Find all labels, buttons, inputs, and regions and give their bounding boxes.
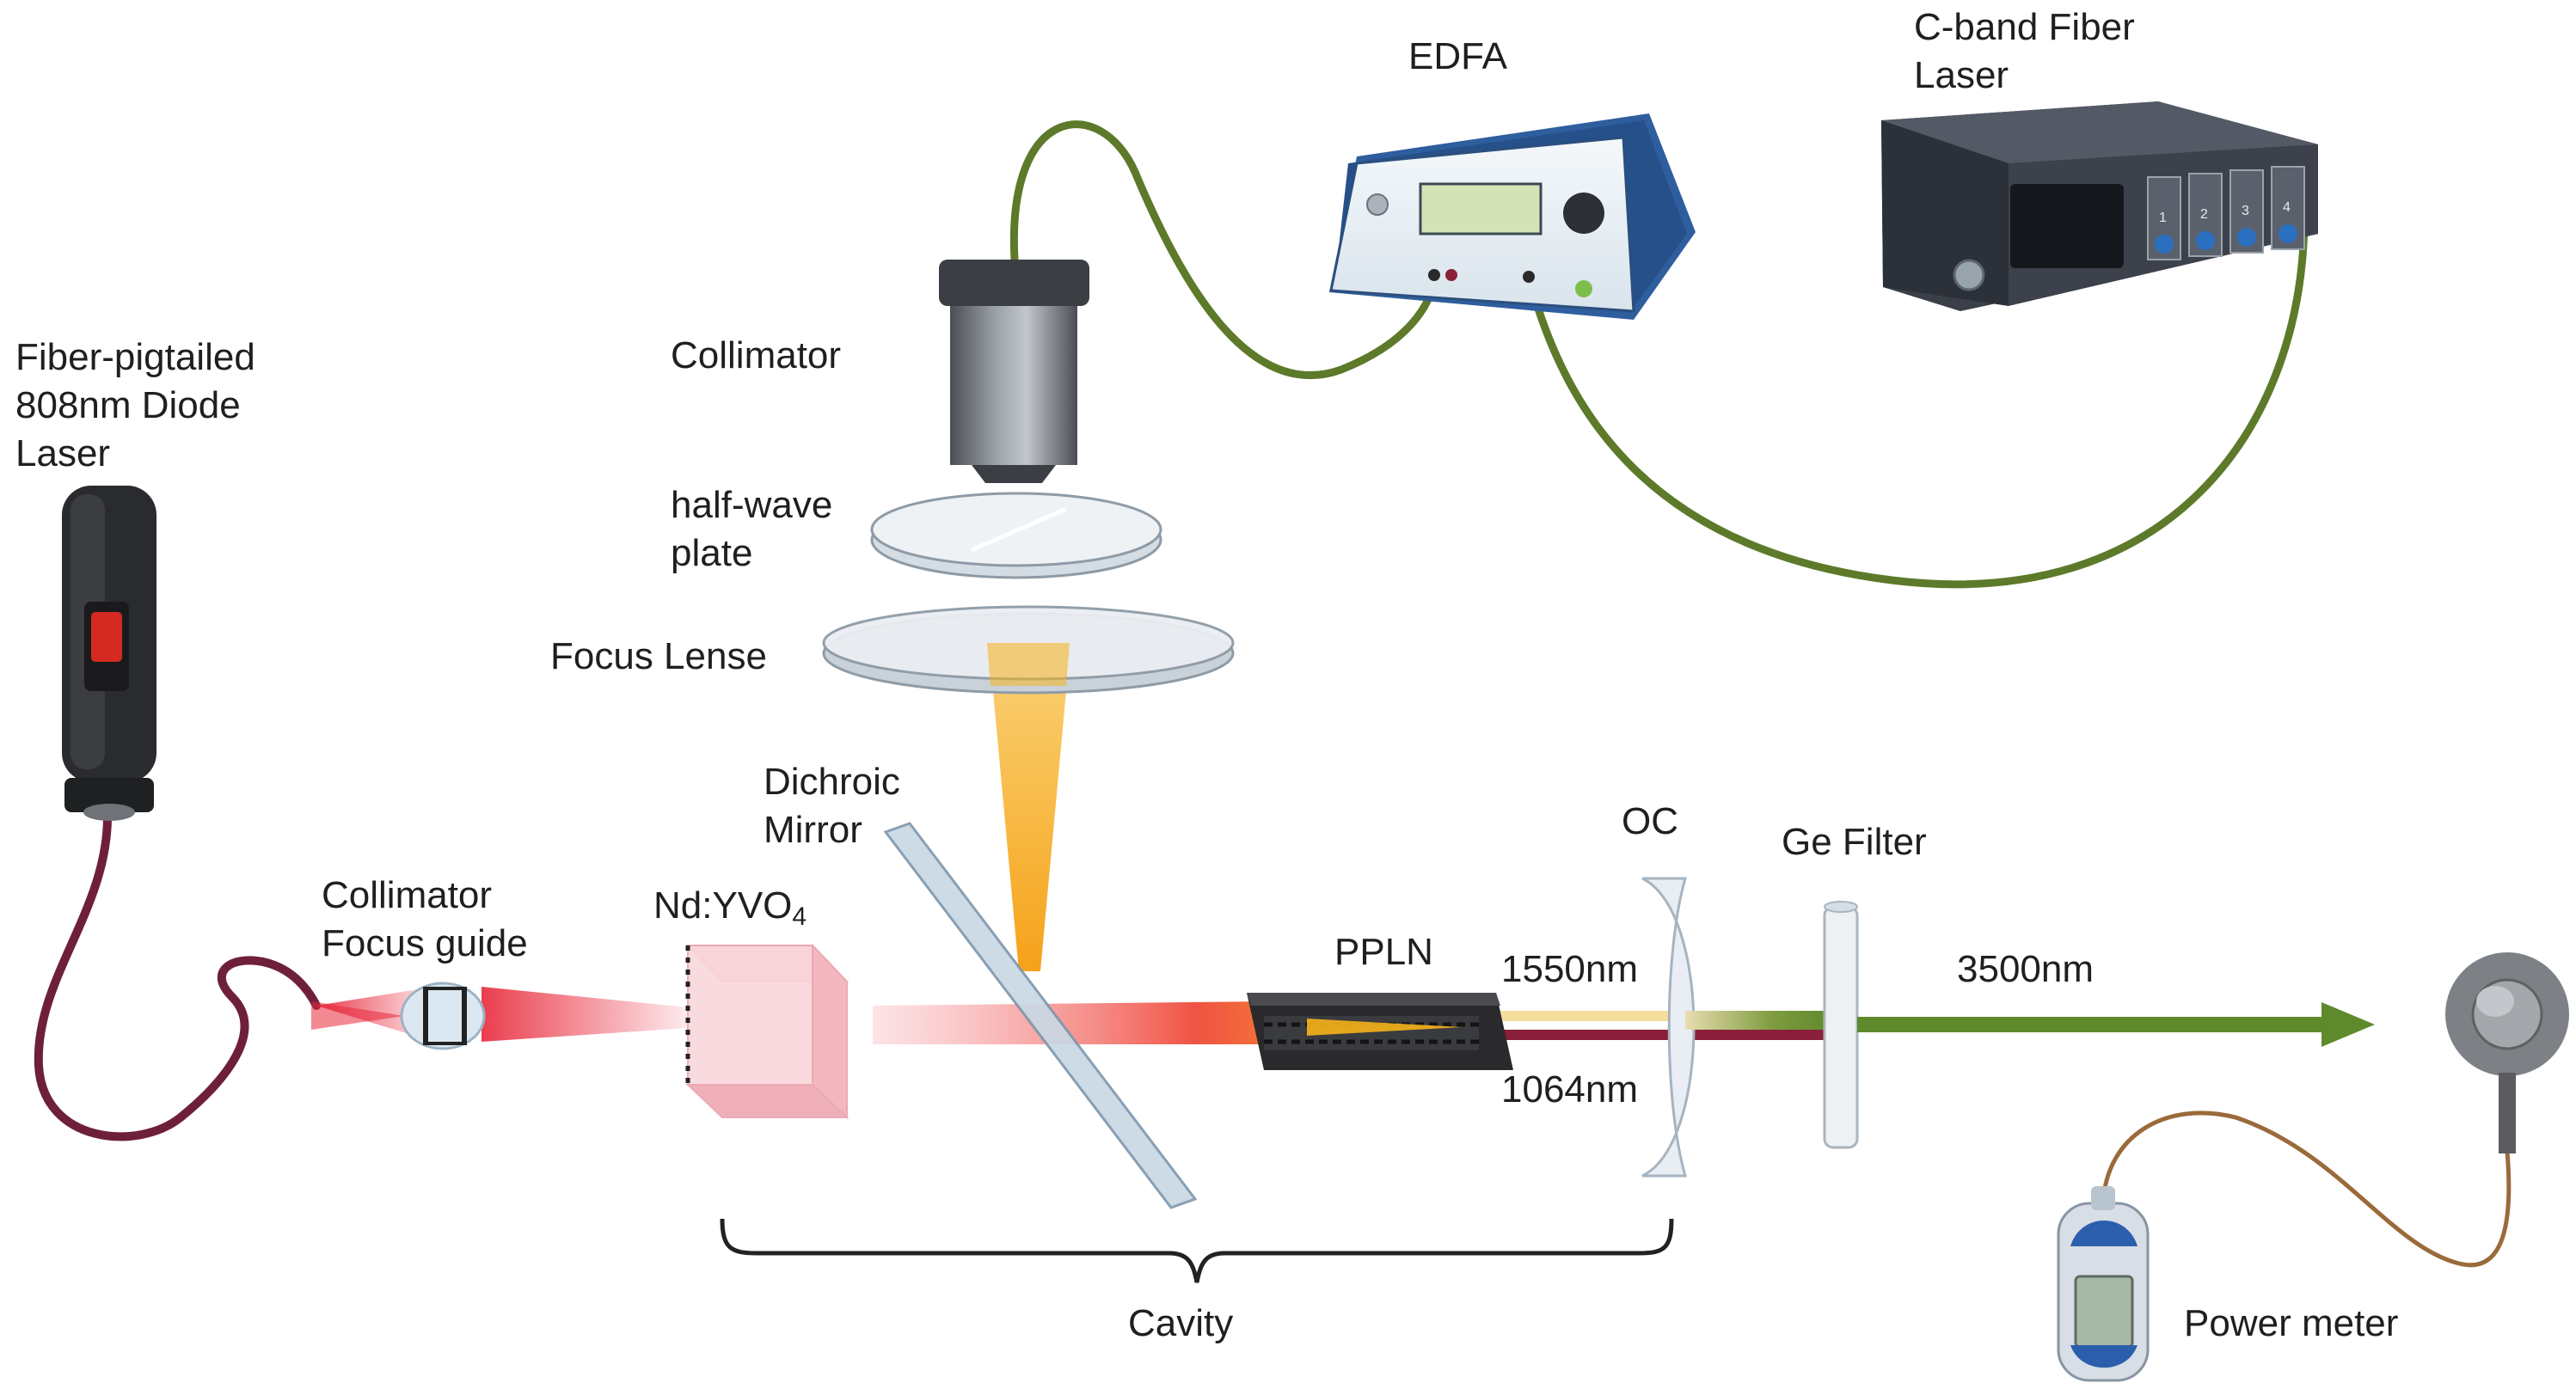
fiber-collimator-to-edfa: [1009, 120, 1438, 379]
beam-3500-output: [1857, 1002, 2375, 1047]
label-diode-laser-2: 808nm Diode: [15, 384, 241, 426]
label-ppln: PPLN: [1334, 931, 1433, 973]
label-ndyvo4-sub: 4: [792, 902, 807, 931]
edfa-unit: [1329, 113, 1696, 320]
focus-lense: [822, 605, 1235, 694]
label-1550nm: 1550nm: [1501, 948, 1638, 990]
cband-fiber-laser: 1 2 3 4: [1881, 101, 2318, 311]
label-power-meter: Power meter: [2184, 1302, 2398, 1344]
cband-port-2: 2: [2200, 207, 2208, 222]
label-diode-laser-3: Laser: [15, 432, 110, 474]
label-cband-2: Laser: [1914, 54, 2009, 96]
label-cavity: Cavity: [1128, 1302, 1233, 1344]
label-collimator-focus-1: Collimator: [322, 874, 492, 916]
label-ndyvo4-main: Nd:YVO: [653, 884, 792, 927]
collimator-objective: [939, 260, 1089, 483]
label-dichroic-2: Mirror: [764, 809, 862, 851]
label-ndyvo4: Nd:YVO4: [653, 884, 807, 931]
ppln-crystal: [1247, 993, 1513, 1070]
cband-port-1: 1: [2159, 211, 2167, 225]
detector-cable: [2101, 1110, 2512, 1268]
ndyvo4-crystal: [685, 943, 849, 1120]
diode-laser: [62, 486, 156, 821]
label-focus-lense: Focus Lense: [550, 635, 767, 677]
beam-after-oc: [1685, 1011, 1831, 1030]
ge-filter: [1823, 901, 1859, 1149]
collimator-focus-guide: [311, 982, 688, 1050]
fiber-diode-pump: [34, 812, 321, 1141]
beam-1550-focus: [989, 645, 1070, 971]
power-meter-detector: [2445, 952, 2569, 1153]
label-3500nm: 3500nm: [1957, 948, 2094, 990]
label-oc: OC: [1622, 800, 1678, 842]
label-1064nm: 1064nm: [1501, 1068, 1638, 1110]
label-half-wave-2: plate: [671, 532, 752, 574]
cband-port-3: 3: [2242, 204, 2249, 218]
label-cband-1: C-band Fiber: [1914, 6, 2135, 48]
cband-port-4: 4: [2283, 200, 2291, 215]
dichroic-mirror: [883, 822, 1198, 1209]
power-meter-display: [2057, 1186, 2150, 1382]
label-diode-laser-1: Fiber-pigtailed: [15, 336, 255, 378]
label-ge-filter: Ge Filter: [1782, 821, 1927, 863]
label-dichroic-1: Dichroic: [764, 761, 900, 803]
label-half-wave-1: half-wave: [671, 484, 832, 526]
label-collimator-focus-2: Focus guide: [322, 922, 528, 964]
label-edfa: EDFA: [1408, 35, 1508, 77]
cavity-brace: [720, 1218, 1674, 1283]
half-wave-plate: [870, 492, 1162, 579]
label-collimator-top: Collimator: [671, 334, 841, 376]
output-coupler: [1641, 877, 1696, 1178]
